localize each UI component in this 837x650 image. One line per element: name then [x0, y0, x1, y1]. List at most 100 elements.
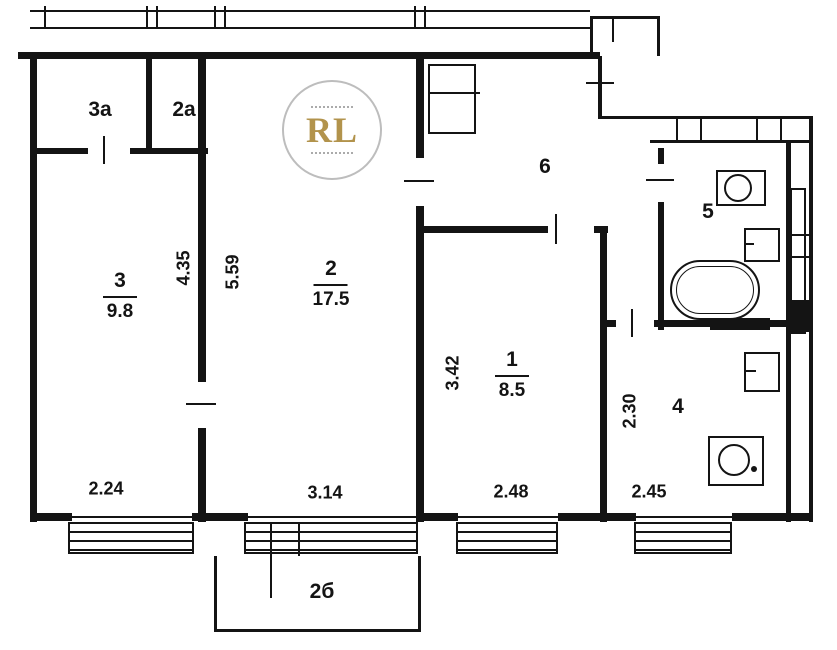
service-shaft-divider — [790, 234, 810, 236]
room-label-1: 1 8.5 — [495, 348, 529, 402]
entry-wall — [598, 56, 602, 118]
service-shaft — [790, 188, 806, 334]
window-balcony-door — [244, 522, 418, 554]
wall-interior — [710, 318, 770, 330]
wall-bottom — [30, 513, 72, 521]
wall-top — [18, 52, 600, 59]
closet — [428, 64, 476, 134]
room-number: 3 — [114, 269, 126, 293]
balcony-wall — [418, 556, 421, 632]
balcony-door-swing — [270, 556, 272, 598]
toilet-bowl — [724, 174, 752, 202]
facade-line — [30, 27, 590, 29]
wall-bottom — [558, 513, 636, 521]
wall-interior — [604, 320, 616, 327]
dimension-room1-height: 3.42 — [442, 355, 463, 391]
watermark-text: RL — [305, 110, 358, 150]
room-label-4: 4 — [672, 395, 684, 418]
door-tick — [586, 82, 614, 84]
kitchen-sink-basin — [718, 444, 750, 476]
window — [456, 522, 558, 554]
wall-interior — [658, 202, 664, 330]
room-label-6: 6 — [539, 155, 551, 178]
dimension-room1-width: 2.48 — [493, 481, 529, 502]
room-label-2a: 2а — [172, 98, 196, 121]
facade-tick — [214, 6, 216, 29]
balcony-door-jamb — [298, 522, 300, 556]
entry-niche-wall — [590, 16, 660, 19]
wall-interior — [198, 52, 206, 382]
washbasin-tap — [744, 243, 754, 245]
dimension-room2-width: 3.14 — [307, 482, 343, 503]
service-shaft-fill — [791, 300, 809, 332]
room-label-2: 2 17.5 — [313, 257, 350, 311]
wall-tick — [780, 116, 782, 143]
window — [634, 522, 732, 554]
washbasin — [744, 228, 780, 262]
facade-tick — [414, 6, 416, 29]
room-number: 2 — [325, 257, 337, 281]
balcony-door-jamb — [270, 522, 272, 556]
facade-line — [30, 10, 590, 12]
entry-niche-wall — [657, 16, 660, 56]
wall-bottom — [192, 513, 248, 521]
wall-interior — [416, 206, 424, 522]
watermark-arc-top — [311, 106, 353, 108]
wall-right-inner — [786, 142, 791, 522]
door-tick — [555, 214, 557, 244]
door-tick — [646, 179, 674, 181]
wall-left — [30, 52, 37, 522]
room-label-5: 5 — [702, 200, 714, 223]
entry-niche-wall — [590, 16, 593, 56]
room-area: 9.8 — [106, 301, 134, 323]
wall-fixture — [744, 352, 780, 392]
wall-interior — [658, 148, 664, 164]
wall-right-outer — [809, 116, 813, 522]
service-shaft-divider — [790, 256, 810, 258]
facade-tick — [44, 6, 46, 29]
kitchen-sink-drain — [751, 466, 757, 472]
facade-tick — [224, 6, 226, 29]
fraction-line — [495, 375, 529, 378]
wall-interior — [130, 148, 208, 154]
wall-interior — [600, 226, 607, 522]
balcony-wall — [214, 629, 421, 632]
room-label-3a: 3а — [88, 98, 112, 121]
room-area: 17.5 — [312, 289, 350, 311]
window — [68, 522, 194, 554]
wall-bottom — [416, 513, 458, 521]
bathtub-inner — [676, 266, 754, 314]
dimension-kitchen-width: 2.45 — [631, 481, 667, 502]
room-area: 8.5 — [498, 380, 526, 402]
exterior-wall — [650, 140, 812, 143]
dimension-room3-width: 2.24 — [88, 478, 124, 499]
facade-tick — [146, 6, 148, 29]
closet-divider — [428, 92, 480, 94]
wall-interior — [146, 56, 152, 152]
door-tick — [103, 136, 105, 164]
room-label-3: 3 9.8 — [103, 269, 137, 323]
fraction-line — [313, 284, 348, 287]
entry-niche-wall — [612, 16, 614, 42]
wall-interior — [198, 428, 206, 522]
balcony-wall — [214, 556, 217, 632]
wall-tick — [700, 116, 702, 143]
facade-tick — [156, 6, 158, 29]
dimension-room3-height: 4.35 — [173, 250, 194, 286]
exterior-wall — [598, 116, 812, 119]
door-tick — [186, 403, 216, 405]
room-label-2b: 2б — [309, 580, 335, 603]
wall-interior — [416, 52, 424, 158]
room-number: 1 — [506, 348, 518, 372]
wall-bottom — [732, 513, 812, 521]
watermark-logo: RL — [282, 80, 382, 180]
door-tick — [631, 309, 633, 337]
door-tick — [404, 180, 434, 182]
fraction-line — [103, 296, 137, 299]
wall-interior — [34, 148, 88, 154]
watermark-arc-bottom — [311, 152, 353, 154]
dimension-room2-height: 5.59 — [222, 254, 243, 290]
dimension-kitchen-height: 2.30 — [619, 393, 640, 429]
wall-tick — [756, 116, 758, 143]
